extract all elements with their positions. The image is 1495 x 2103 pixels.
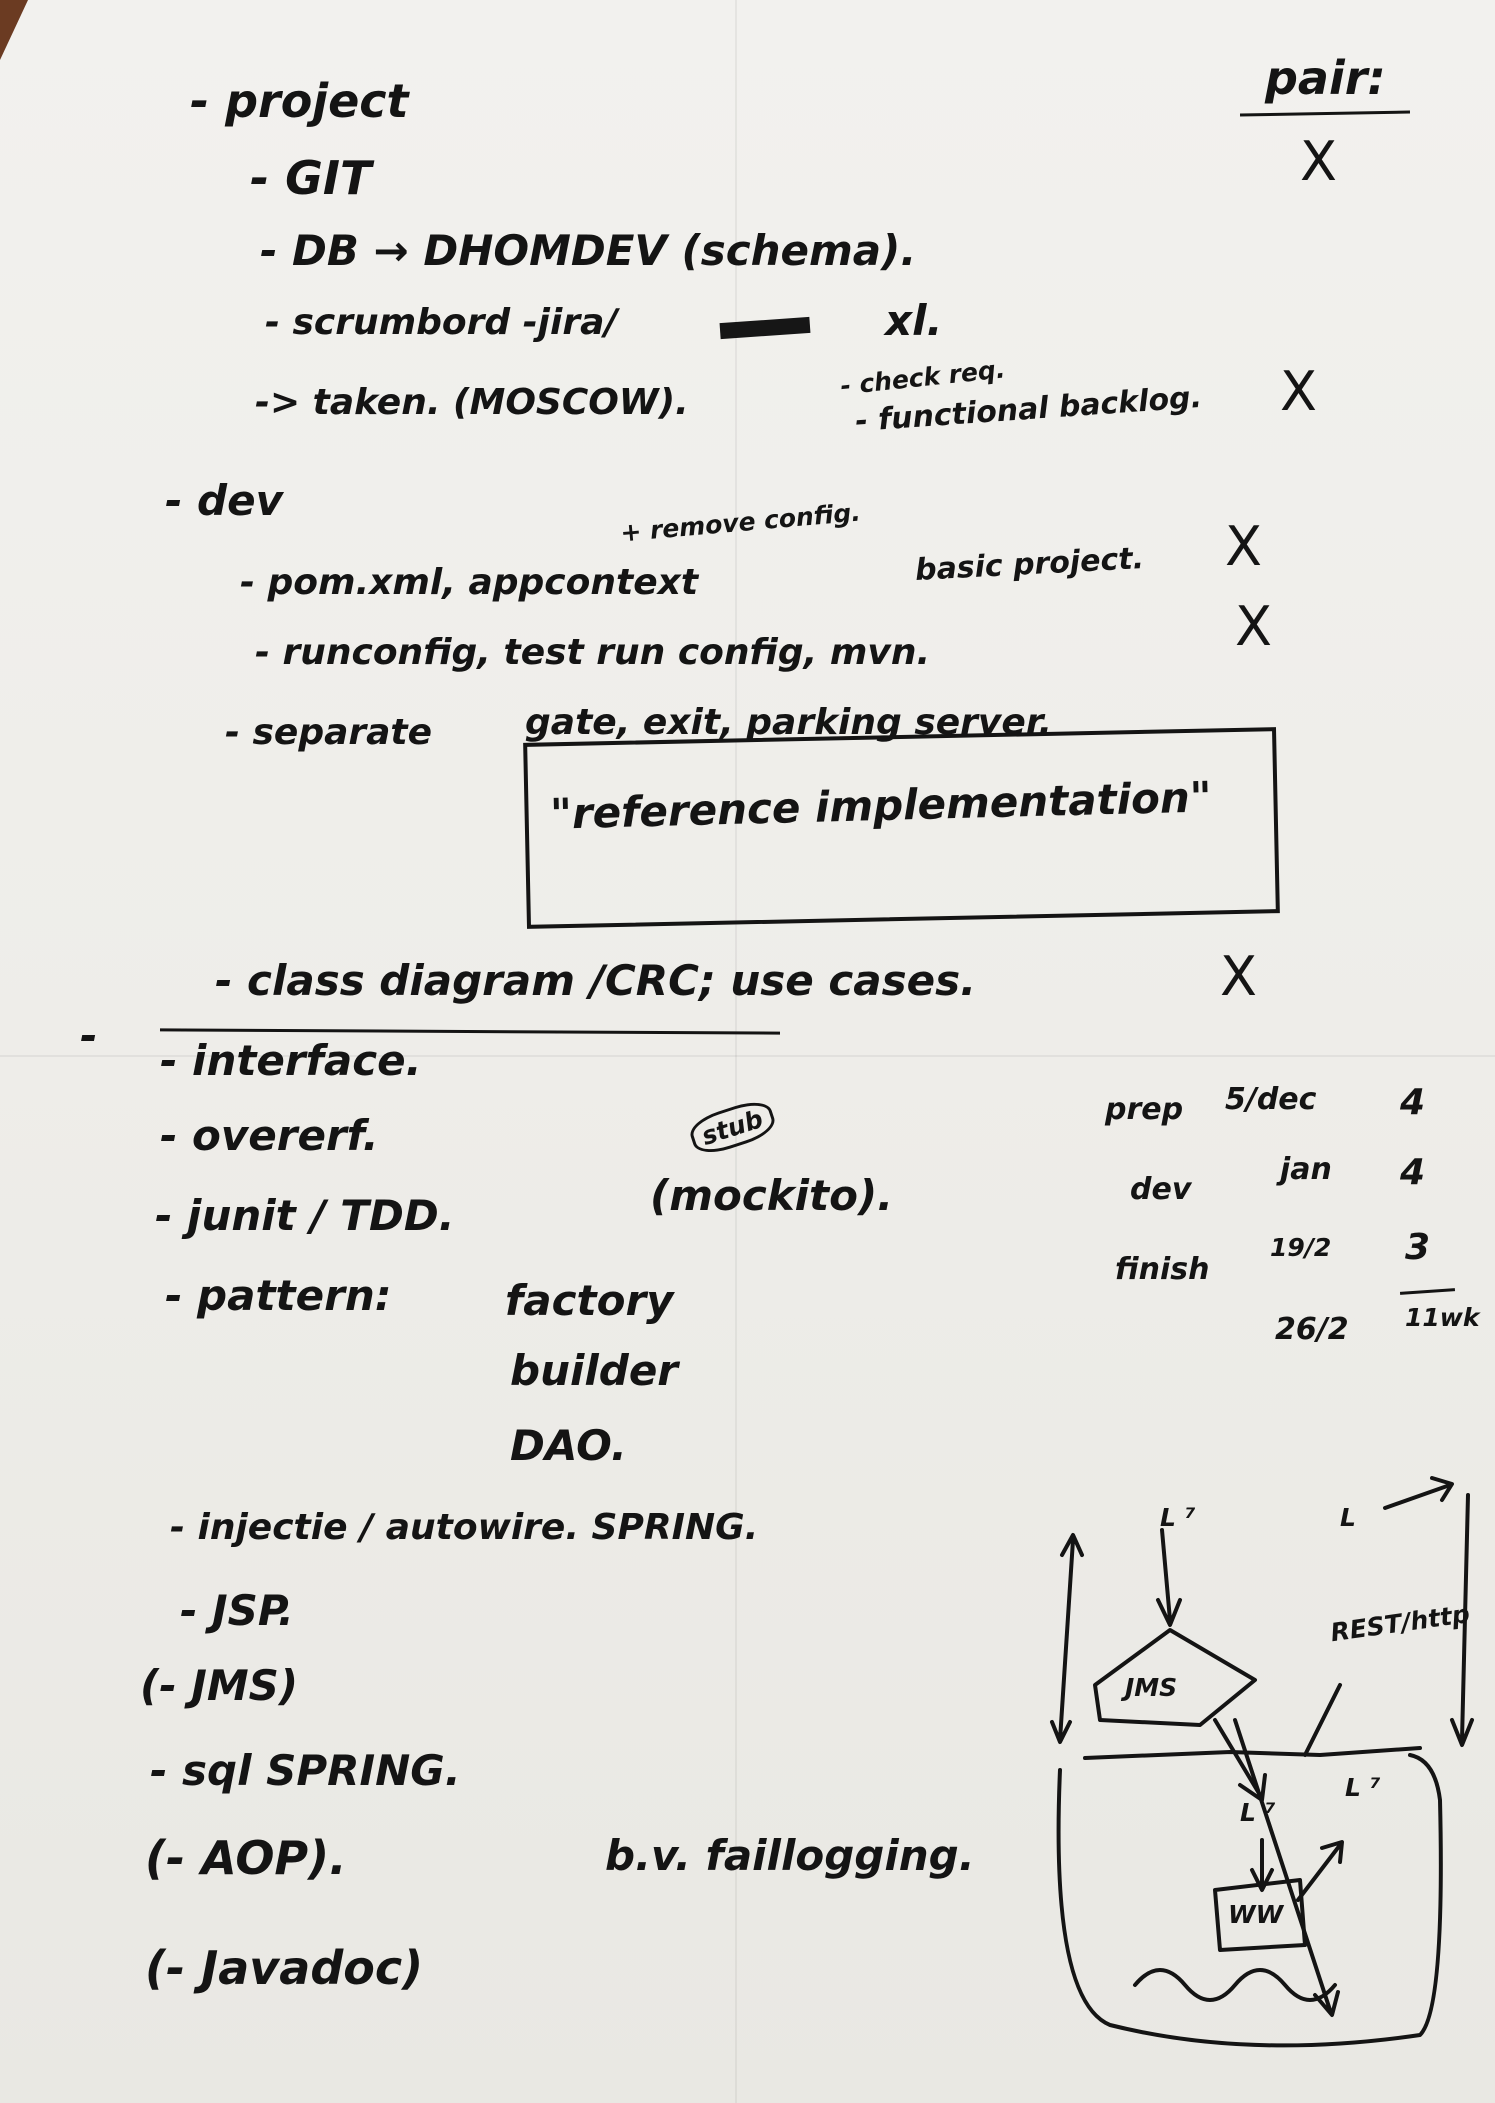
line-injectie: - injectie / autowire. SPRING. [170,1507,759,1548]
line-mockito: (mockito). [650,1171,894,1220]
line-dash: - [80,1011,98,1060]
schedule-weeks: 4 [1400,1082,1426,1123]
line-interface: - interface. [160,1036,422,1085]
schedule-date: jan [1280,1152,1332,1187]
line-aop: (- AOP). [145,1831,347,1885]
line-git: - GIT [250,151,372,205]
label-l-right: L [1340,1503,1356,1532]
diagram-inner-label: WW [1228,1900,1284,1929]
line-factory: factory [505,1276,674,1325]
schedule-end-date: 26/2 [1275,1312,1349,1347]
line-sql: - sql SPRING. [150,1746,461,1795]
line-pom: - pom.xml, appcontext [240,562,699,603]
line-javadoc: (- Javadoc) [145,1941,424,1995]
schedule-date: 5/dec [1225,1082,1317,1117]
line-separate: - separate [225,712,433,753]
schedule-label: finish [1115,1252,1210,1287]
line-pattern: - pattern: [165,1271,392,1320]
line-separate-rest: gate, exit, parking server. [525,702,1053,743]
line-project: - project [190,74,409,128]
line-dao: DAO. [510,1421,627,1470]
line-db: - DB → DHOMDEV (schema). [260,226,917,275]
mark-class-diagram: X [1220,945,1257,1008]
line-junit: - junit / TDD. [155,1191,455,1240]
label-l7-top: L ⁷ [1160,1503,1196,1532]
line-jms: (- JMS) [140,1661,299,1710]
schedule-label: dev [1130,1172,1192,1207]
mark-backlog: X [1280,360,1317,423]
schedule-total: 11wk [1405,1303,1480,1332]
mark-runconfig: X [1235,595,1272,658]
fold-horizontal [0,1055,1495,1057]
line-class-diagram: - class diagram /CRC; use cases. [215,956,977,1005]
diagram-queue-label: JMS [1125,1673,1178,1702]
line-scrumbord: - scrumbord -jira/ [265,302,618,343]
line-overerf: - overerf. [160,1111,379,1160]
label-l7-right: L ⁷ [1345,1773,1381,1802]
line-runconfig: - runconfig, test run config, mvn. [255,632,931,673]
pair-label: pair: [1265,51,1386,105]
line-jsp: - JSP. [180,1586,294,1635]
schedule-weeks: 4 [1400,1152,1426,1193]
line-dev: - dev [165,476,283,525]
mark-pom: X [1225,515,1262,578]
schedule-weeks: 3 [1405,1227,1431,1268]
schedule-label: prep [1105,1092,1184,1127]
line-taken: -> taken. (MOSCOW). [255,382,689,423]
line-builder: builder [510,1346,679,1395]
pair-mark: X [1300,130,1337,193]
line-bv: b.v. faillogging. [605,1831,975,1880]
label-l7-mid: L ⁷ [1240,1798,1276,1827]
schedule-date: 19/2 [1270,1233,1332,1262]
fold-vertical [735,0,737,2103]
line-xl: xl. [885,296,943,345]
